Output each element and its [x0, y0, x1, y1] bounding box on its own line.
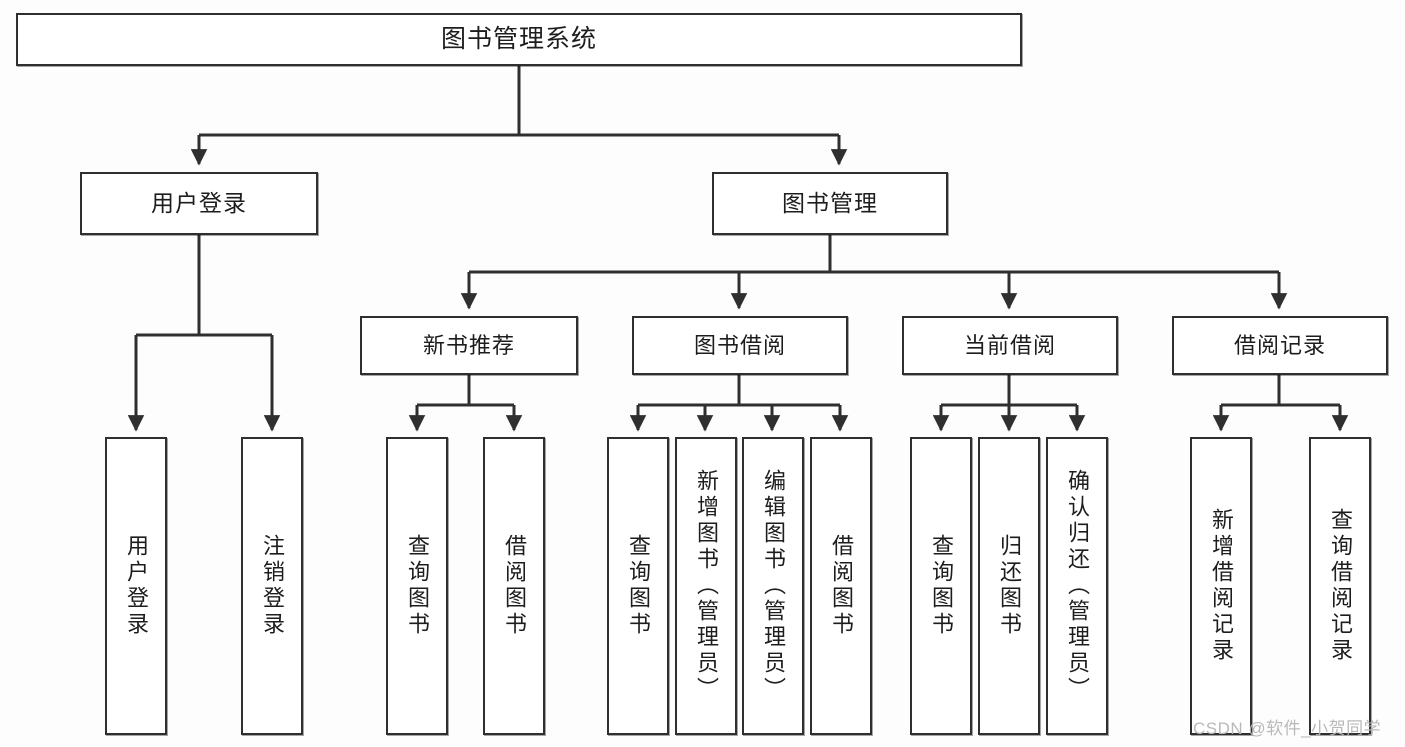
leaf-record-add-borrow-record[interactable]: 新增借阅记录 — [1190, 437, 1252, 735]
leaf-record-query-borrow-record-label: 查询借阅记录 — [1328, 508, 1353, 664]
node-book-borrow[interactable]: 图书借阅 — [632, 316, 848, 375]
node-borrow-record[interactable]: 借阅记录 — [1172, 316, 1388, 375]
node-user-login-label: 用户登录 — [151, 190, 247, 217]
leaf-borrow-add-book-admin[interactable]: 新增图书（管理员） — [675, 437, 737, 735]
node-new-book-recommend-label: 新书推荐 — [422, 332, 515, 358]
csdn-watermark: CSDN @软件_小贺同学 — [1193, 719, 1382, 738]
node-root-system-label: 图书管理系统 — [440, 25, 597, 54]
leaf-user-logout[interactable]: 注销登录 — [241, 437, 303, 735]
leaf-record-query-borrow-record[interactable]: 查询借阅记录 — [1309, 437, 1371, 735]
leaf-borrow-edit-book-admin-label: 编辑图书（管理员） — [761, 469, 786, 703]
leaf-user-login[interactable]: 用户登录 — [105, 437, 167, 735]
leaf-current-confirm-return-admin[interactable]: 确认归还（管理员） — [1046, 437, 1108, 735]
leaf-current-query-book[interactable]: 查询图书 — [910, 437, 972, 735]
node-book-management[interactable]: 图书管理 — [712, 172, 948, 235]
node-user-login[interactable]: 用户登录 — [80, 172, 318, 235]
leaf-recommend-query-book-label: 查询图书 — [405, 534, 430, 638]
leaf-current-query-book-label: 查询图书 — [929, 534, 954, 638]
node-borrow-record-label: 借阅记录 — [1233, 332, 1326, 358]
node-current-borrow[interactable]: 当前借阅 — [902, 316, 1118, 375]
leaf-borrow-borrow-book-label: 借阅图书 — [829, 534, 854, 638]
leaf-current-return-book[interactable]: 归还图书 — [978, 437, 1040, 735]
leaf-recommend-query-book[interactable]: 查询图书 — [386, 437, 448, 735]
node-book-borrow-label: 图书借阅 — [693, 332, 786, 358]
leaf-record-add-borrow-record-label: 新增借阅记录 — [1209, 508, 1234, 664]
leaf-current-confirm-return-admin-label: 确认归还（管理员） — [1065, 469, 1090, 703]
leaf-borrow-add-book-admin-label: 新增图书（管理员） — [694, 469, 719, 703]
node-book-management-label: 图书管理 — [782, 190, 878, 217]
leaf-user-logout-label: 注销登录 — [260, 534, 285, 638]
node-root-system[interactable]: 图书管理系统 — [16, 13, 1022, 66]
node-new-book-recommend[interactable]: 新书推荐 — [360, 316, 578, 375]
leaf-recommend-borrow-book[interactable]: 借阅图书 — [483, 437, 545, 735]
node-current-borrow-label: 当前借阅 — [963, 332, 1056, 358]
leaf-borrow-query-book[interactable]: 查询图书 — [607, 437, 669, 735]
leaf-user-login-label: 用户登录 — [124, 534, 149, 638]
leaf-borrow-borrow-book[interactable]: 借阅图书 — [810, 437, 872, 735]
leaf-borrow-query-book-label: 查询图书 — [626, 534, 651, 638]
leaf-current-return-book-label: 归还图书 — [997, 534, 1022, 638]
leaf-recommend-borrow-book-label: 借阅图书 — [502, 534, 527, 638]
leaf-borrow-edit-book-admin[interactable]: 编辑图书（管理员） — [742, 437, 804, 735]
